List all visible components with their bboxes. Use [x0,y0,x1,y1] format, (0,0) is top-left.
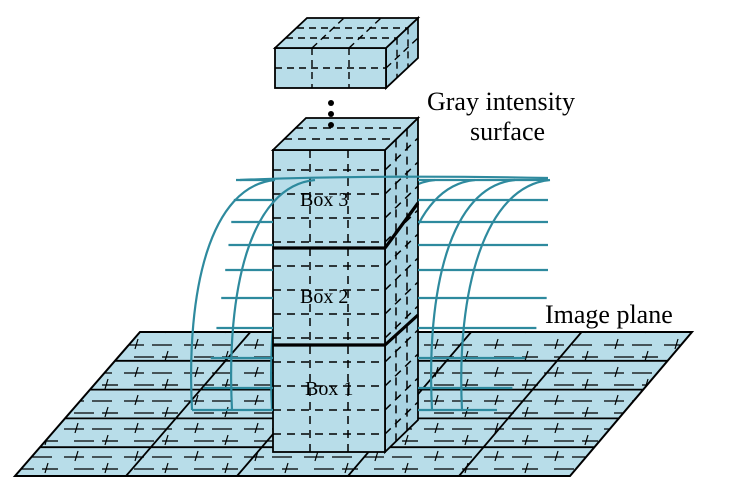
column-side-dash-diagonal [384,353,419,387]
surface-rib [190,178,276,411]
column-side-dash-diagonal [384,377,419,411]
column-side-dash-diagonal [384,305,419,339]
ellipsis-dots [328,100,334,128]
surface-rib [430,178,516,411]
box-separator-1-2-side [383,313,420,347]
box-column [270,115,421,455]
gray-intensity-surface-front [190,175,551,412]
column-side-dash-diagonal [384,185,419,219]
column-side-dash-diagonal [384,329,419,363]
box1-label: Box 1 [305,378,353,400]
image-plane-label: Image plane [545,300,673,329]
top-cube [272,15,421,91]
gray-surface-label-line2: surface [470,117,545,146]
column-side-dash-diagonal [384,161,419,195]
column-side-dash-diagonal [384,209,419,243]
cube-top-dash-diag [311,17,345,49]
column-side-dash-diagonal [384,233,419,267]
box3-label: Box 3 [300,189,348,211]
cube-side-dash [385,37,419,69]
column-side-dash-diagonal [384,257,419,291]
column-front-face [272,149,386,453]
cube-top-dash-diag [348,17,382,49]
box-separator-2-3-side [383,202,420,249]
box2-label: Box 2 [300,286,348,308]
surface-rib [460,178,551,411]
surface-top-edge [239,175,549,182]
column-dashed-lines [273,127,419,452]
column-side-dash-diagonal [384,137,419,171]
column-side-dash-diagonal [384,281,419,315]
plane-grid-col [125,331,252,477]
column-side-dash-diagonal [384,401,419,435]
surface-rib [230,178,316,411]
gray-surface-label-line1: Gray intensity [427,87,575,116]
plane-grid-col [458,331,583,477]
top-cube-dashed-lines [275,17,419,88]
